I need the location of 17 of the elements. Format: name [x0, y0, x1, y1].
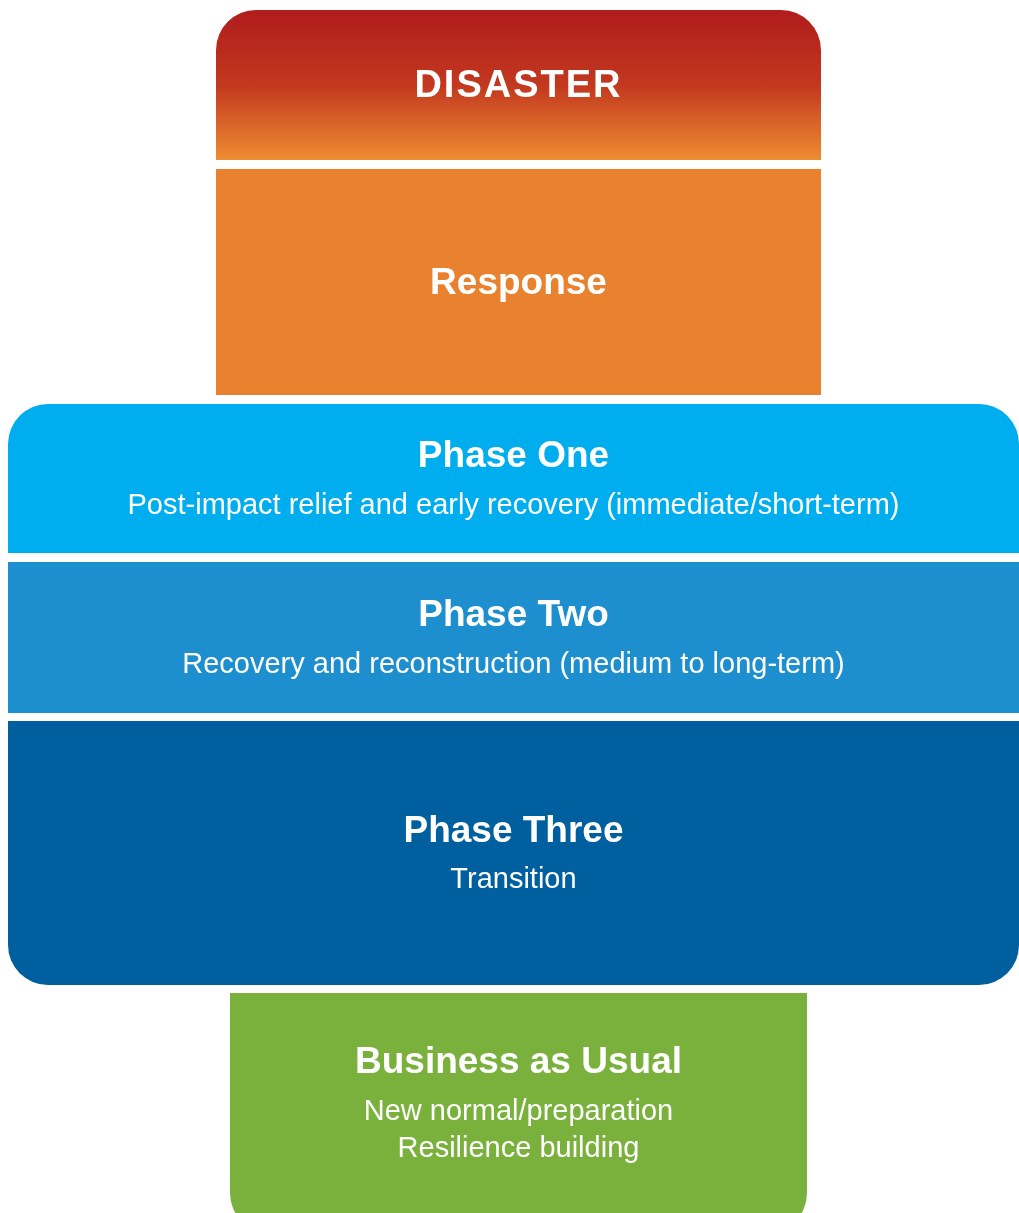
description: Post-impact relief and early recovery (immediate/short-term)	[127, 486, 900, 522]
description: Transition	[450, 861, 577, 897]
heading: DISASTER	[414, 62, 623, 108]
description: Resilience building	[397, 1130, 640, 1166]
disaster-banner	[216, 10, 821, 160]
heading: Business as Usual	[355, 1039, 682, 1084]
heading: Phase Two	[418, 592, 609, 637]
description: Recovery and reconstruction (medium to long-term)	[182, 645, 845, 681]
phase-box	[8, 404, 1019, 553]
description: New normal/preparation	[363, 1092, 674, 1128]
phase-box	[8, 721, 1019, 985]
phase-box	[8, 562, 1019, 713]
heading: Response	[430, 259, 607, 304]
heading: Phase One	[417, 433, 610, 478]
response-box	[216, 169, 821, 395]
status-box	[230, 993, 807, 1213]
heading: Phase Three	[403, 807, 624, 852]
